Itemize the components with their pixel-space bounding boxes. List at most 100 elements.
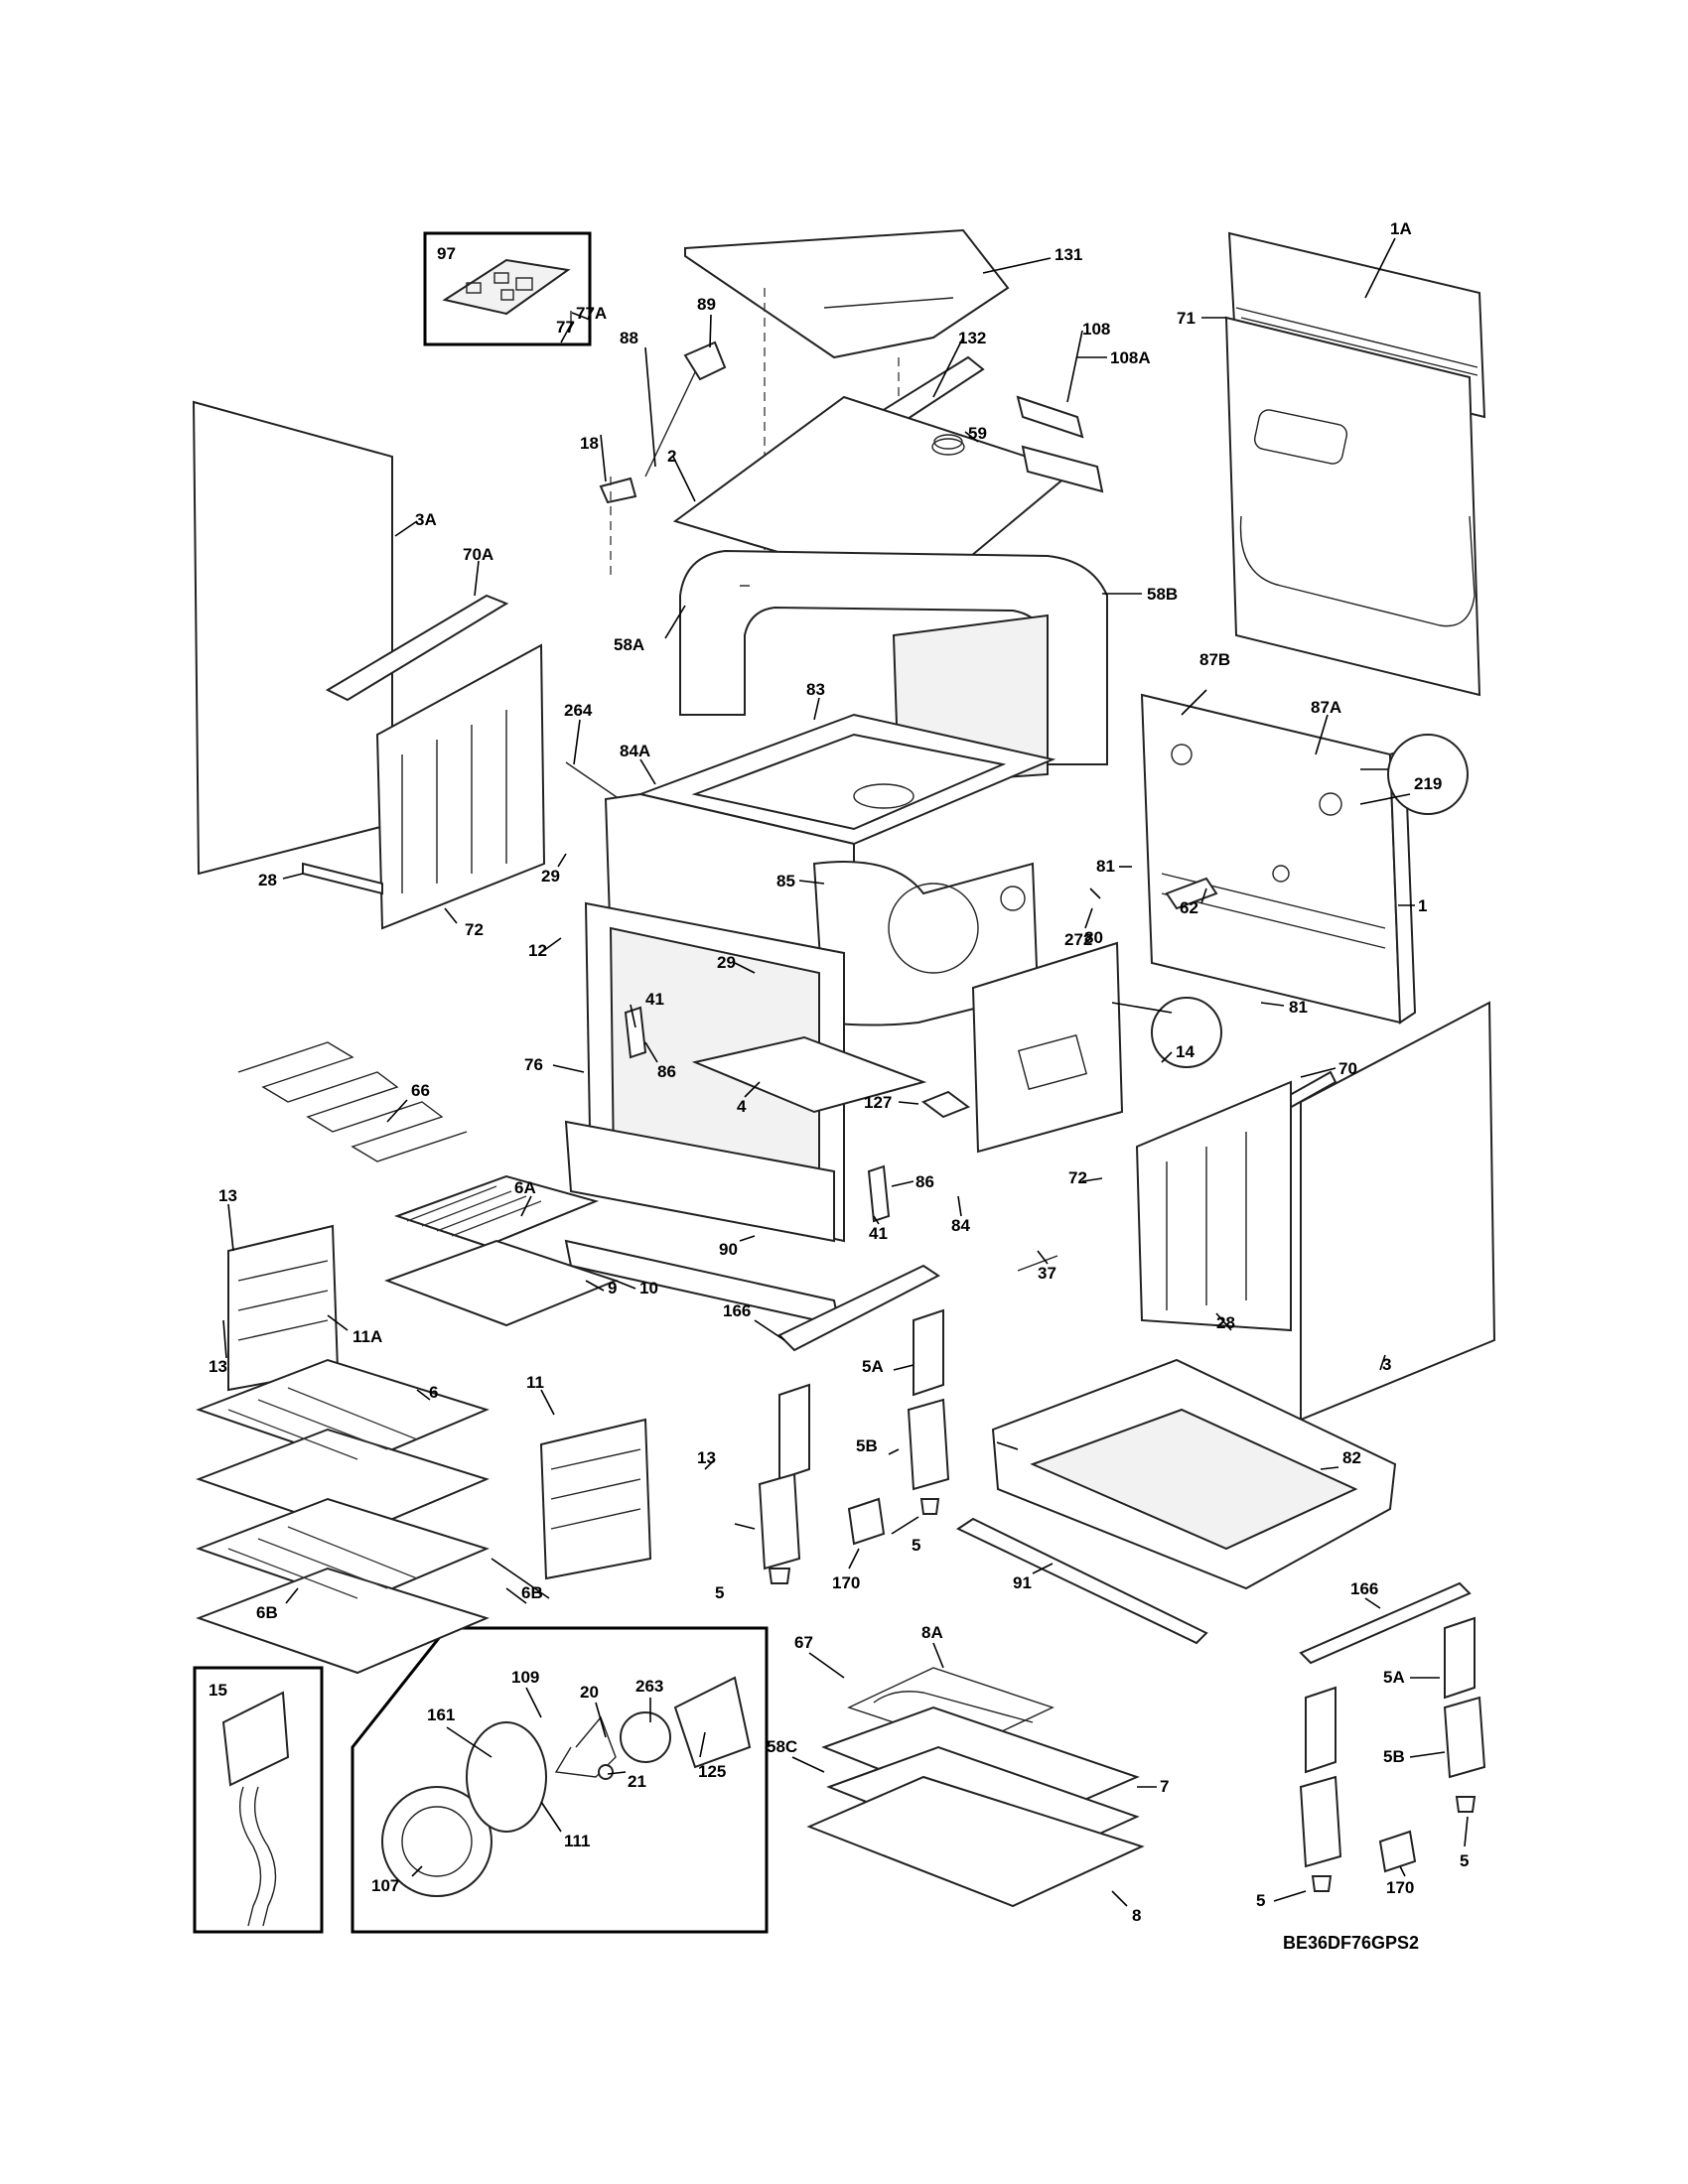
door-hinge-right bbox=[867, 1164, 891, 1223]
label-86-lower: 86 bbox=[915, 1172, 934, 1191]
label-41-upper: 41 bbox=[645, 990, 664, 1009]
label-6: 6 bbox=[429, 1383, 438, 1402]
label-6B-left: 6B bbox=[256, 1603, 278, 1622]
anti-tip-bracket-rear bbox=[1378, 1830, 1417, 1873]
label-76: 76 bbox=[524, 1055, 543, 1074]
label-5A-rear: 5A bbox=[1383, 1668, 1405, 1687]
label-29-upper: 29 bbox=[541, 867, 560, 886]
label-5-front-right: 5 bbox=[912, 1536, 920, 1555]
label-107: 107 bbox=[371, 1876, 399, 1895]
leveling-bracket-rear bbox=[1299, 1581, 1472, 1665]
center-bake-cover bbox=[920, 1090, 971, 1119]
label-161: 161 bbox=[427, 1706, 455, 1724]
label-67: 67 bbox=[794, 1633, 813, 1652]
bottom-shield bbox=[806, 1775, 1145, 1908]
top-cover bbox=[684, 228, 1010, 606]
label-11A: 11A bbox=[352, 1327, 382, 1346]
label-21: 21 bbox=[628, 1772, 646, 1791]
label-89: 89 bbox=[697, 295, 716, 314]
label-10: 10 bbox=[639, 1279, 658, 1297]
label-97: 97 bbox=[437, 244, 456, 263]
anti-tip-bracket-front bbox=[847, 1497, 886, 1546]
label-87B: 87B bbox=[1199, 650, 1230, 669]
label-62: 62 bbox=[1180, 898, 1198, 917]
label-11: 11 bbox=[526, 1373, 544, 1392]
side-panel-right bbox=[1300, 1001, 1496, 1422]
oven-rack bbox=[196, 1358, 490, 1675]
label-131: 131 bbox=[1055, 245, 1082, 264]
label-80: 80 bbox=[1084, 928, 1103, 947]
label-77A: 77A bbox=[576, 304, 607, 323]
label-12: 12 bbox=[528, 941, 547, 960]
label-5B-front: 5B bbox=[856, 1436, 878, 1455]
bake-element bbox=[237, 1041, 468, 1162]
label-37: 37 bbox=[1038, 1264, 1056, 1283]
label-58A: 58A bbox=[614, 635, 644, 654]
label-125: 125 bbox=[698, 1762, 726, 1781]
label-1: 1 bbox=[1418, 896, 1427, 915]
label-8: 8 bbox=[1132, 1906, 1141, 1925]
label-66: 66 bbox=[411, 1081, 430, 1100]
label-9: 9 bbox=[608, 1279, 617, 1297]
label-86-upper: 86 bbox=[657, 1062, 676, 1081]
label-72-left: 72 bbox=[465, 920, 484, 939]
side-rack-support-right bbox=[539, 1418, 652, 1580]
label-83: 83 bbox=[806, 680, 825, 699]
label-58B: 58B bbox=[1147, 585, 1178, 604]
label-82: 82 bbox=[1342, 1448, 1361, 1467]
label-84: 84 bbox=[951, 1216, 970, 1235]
label-28-lower: 28 bbox=[1216, 1313, 1235, 1332]
broil-element bbox=[931, 395, 1104, 493]
label-87A: 87A bbox=[1311, 698, 1341, 717]
label-6B-right: 6B bbox=[521, 1583, 543, 1602]
label-14: 14 bbox=[1176, 1042, 1195, 1061]
label-81-lower: 81 bbox=[1289, 998, 1308, 1017]
broiler-pan-rack bbox=[393, 1174, 600, 1248]
side-panel-left bbox=[192, 400, 393, 876]
label-15: 15 bbox=[209, 1681, 227, 1700]
label-90: 90 bbox=[719, 1240, 738, 1259]
label-219: 219 bbox=[1414, 774, 1442, 793]
label-5-front-left: 5 bbox=[715, 1583, 724, 1602]
label-3: 3 bbox=[1382, 1355, 1391, 1374]
label-108: 108 bbox=[1082, 320, 1110, 339]
label-166-front: 166 bbox=[723, 1301, 751, 1320]
label-1A: 1A bbox=[1390, 219, 1412, 238]
label-70: 70 bbox=[1338, 1059, 1357, 1078]
inset-box-thermostat bbox=[193, 1666, 324, 1934]
door-switch bbox=[1151, 997, 1222, 1068]
leg-assembly-front-right bbox=[907, 1308, 950, 1515]
control-board bbox=[442, 258, 572, 328]
part-labels: 97 77A 77 89 88 18 2 131 132 59 108 108A… bbox=[209, 219, 1469, 1925]
convection-fan-assembly bbox=[381, 1676, 752, 1897]
label-28-upper: 28 bbox=[258, 871, 277, 889]
label-77: 77 bbox=[556, 318, 575, 337]
oven-back-panel bbox=[1140, 693, 1417, 1024]
label-41-lower: 41 bbox=[869, 1224, 888, 1243]
label-111: 111 bbox=[564, 1832, 591, 1850]
label-6A: 6A bbox=[514, 1178, 536, 1197]
model-code: BE36DF76GPS2 bbox=[1283, 1933, 1419, 1953]
front-rail bbox=[955, 1517, 1208, 1645]
oven-bottom bbox=[691, 1035, 927, 1114]
label-127: 127 bbox=[864, 1093, 892, 1112]
label-5A-front: 5A bbox=[862, 1357, 884, 1376]
label-7: 7 bbox=[1160, 1777, 1169, 1796]
label-20: 20 bbox=[580, 1683, 599, 1702]
label-5-rear-left: 5 bbox=[1256, 1891, 1265, 1910]
sensor-probe bbox=[1017, 1255, 1058, 1272]
label-71: 71 bbox=[1177, 309, 1196, 328]
leg-assembly-rear-left bbox=[1299, 1686, 1342, 1892]
label-170-rear: 170 bbox=[1386, 1878, 1414, 1897]
base-frame bbox=[991, 1358, 1397, 1590]
label-58C: 58C bbox=[767, 1737, 797, 1756]
label-166-rear: 166 bbox=[1350, 1579, 1378, 1598]
label-88: 88 bbox=[620, 329, 638, 347]
label-132: 132 bbox=[958, 329, 986, 347]
terminal-block bbox=[1165, 877, 1218, 910]
label-81-upper: 81 bbox=[1096, 857, 1115, 876]
thermostat-probe bbox=[221, 1691, 290, 1927]
label-72-right: 72 bbox=[1068, 1168, 1087, 1187]
leveling-bracket-front bbox=[777, 1264, 940, 1352]
label-70A: 70A bbox=[463, 545, 493, 564]
